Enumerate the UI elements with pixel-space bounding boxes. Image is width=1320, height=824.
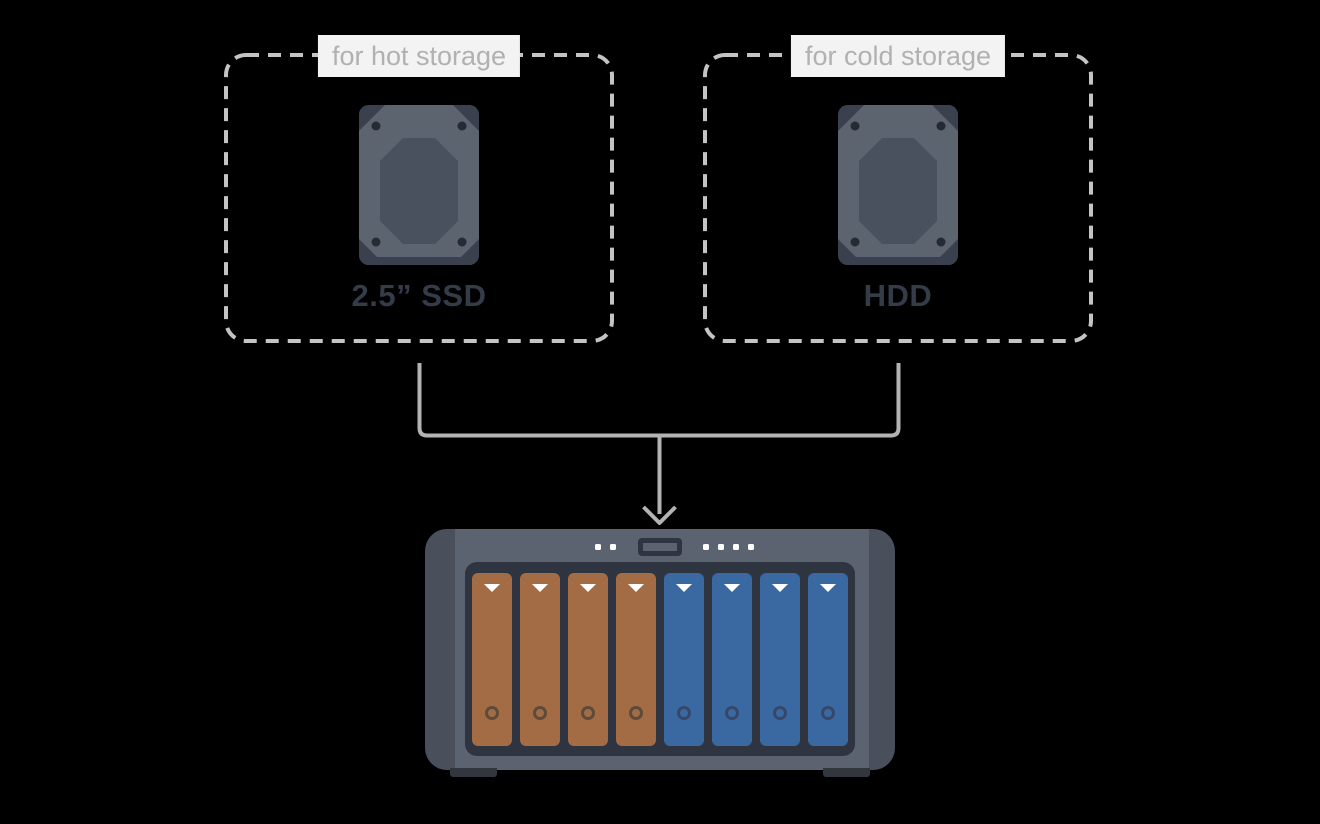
nas-enclosure: [425, 529, 895, 777]
drive-tray-ssd: [616, 573, 656, 746]
led-dot: [718, 544, 724, 550]
drive-tray-hdd: [712, 573, 752, 746]
drive-tray-ssd: [472, 573, 512, 746]
cold-storage-group: for cold storage HDD: [703, 35, 1093, 343]
tray-arrow-icon: [628, 584, 644, 592]
ssd-drive-icon: [359, 105, 479, 265]
nas-display-panel: [638, 538, 682, 556]
status-led-dots-left: [595, 544, 616, 550]
drive-tray-hdd: [808, 573, 848, 746]
nas-foot-right: [823, 768, 870, 777]
tray-arrow-icon: [532, 584, 548, 592]
tray-ring-icon: [677, 706, 691, 720]
tray-arrow-icon: [772, 584, 788, 592]
led-dot: [733, 544, 739, 550]
hot-storage-group: for hot storage 2.5” SSD: [224, 35, 614, 343]
drive-tray-ssd: [568, 573, 608, 746]
tray-ring-icon: [821, 706, 835, 720]
hdd-caption: HDD: [863, 278, 933, 313]
tray-ring-icon: [533, 706, 547, 720]
dashed-border: [224, 53, 614, 343]
tray-ring-icon: [773, 706, 787, 720]
tray-arrow-icon: [820, 584, 836, 592]
tray-ring-icon: [725, 706, 739, 720]
drive-tray-ssd: [520, 573, 560, 746]
status-led-dots-right: [703, 544, 754, 550]
nas-foot-left: [450, 768, 497, 777]
led-dot: [595, 544, 601, 550]
tray-ring-icon: [485, 706, 499, 720]
led-dot: [610, 544, 616, 550]
tray-arrow-icon: [676, 584, 692, 592]
drive-tray-hdd: [760, 573, 800, 746]
drive-tray-hdd: [664, 573, 704, 746]
tray-arrow-icon: [724, 584, 740, 592]
hot-storage-label: for hot storage: [317, 35, 521, 77]
tray-arrow-icon: [580, 584, 596, 592]
nas-bay-area: [465, 562, 855, 756]
led-dot: [703, 544, 709, 550]
tray-ring-icon: [629, 706, 643, 720]
dashed-border: [703, 53, 1093, 343]
cold-storage-label: for cold storage: [790, 35, 1006, 77]
hdd-drive-icon: [838, 105, 958, 265]
ssd-caption: 2.5” SSD: [351, 278, 487, 313]
tray-arrow-icon: [484, 584, 500, 592]
tray-ring-icon: [581, 706, 595, 720]
led-dot: [748, 544, 754, 550]
